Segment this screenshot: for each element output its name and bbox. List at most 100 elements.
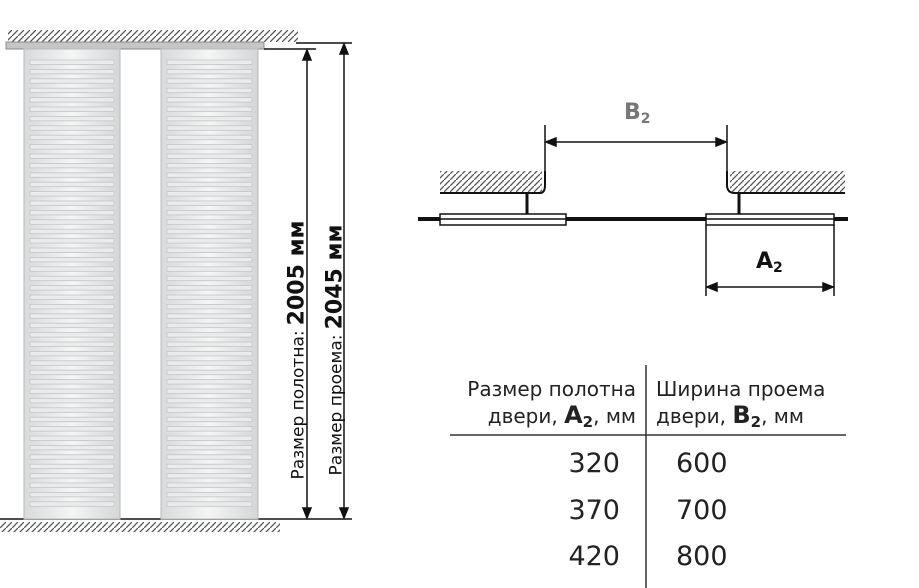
louver-slat [166,379,253,385]
louver-slat [29,59,115,65]
louver-slat [166,172,253,178]
louver-slat [29,266,115,272]
door-panel-right [160,48,259,520]
louver-slat [166,144,253,150]
louver-slat [29,106,115,112]
opening-height-label: Размер проема: 2045 мм [322,224,348,476]
louver-slat [29,341,115,347]
table-cell-opening-width: 600 [676,448,728,479]
louver-slat [166,435,253,441]
louver-slat [166,360,253,366]
louver-slat [29,144,115,150]
louver-slat [29,181,115,188]
table-header-opening-width: Ширина проема двери, B2, мм [656,377,826,431]
louver-slat [29,256,115,263]
louver-slat [29,388,115,394]
louver-slat [166,106,253,112]
louver-slat [29,454,115,460]
top-rail [5,41,265,50]
louver-slat [166,501,253,507]
louver-slat [166,247,253,253]
louver-slat [166,181,253,188]
louver-slat [166,69,253,75]
louver-slat [29,501,115,507]
louver-slat [29,350,115,357]
louver-slat [29,172,115,178]
table-cell-opening-width: 700 [676,495,728,526]
louver-slat [29,332,115,338]
louver-slat [29,285,115,291]
louver-slat [166,134,253,141]
louver-slat [29,134,115,141]
louver-slat [29,247,115,253]
floor-hatch [0,522,280,532]
panel-width-dimension [704,225,836,296]
table-header-panel-size: Размер полотна двери, A2, мм [467,377,636,431]
louver-slat [166,482,253,488]
louver-slat [166,162,253,169]
louver-slat [29,191,115,197]
louver-slat [29,162,115,169]
louver-slat [29,463,115,470]
wall-left-edge [440,171,546,194]
louver-slat [166,97,253,103]
louver-slat [166,416,253,423]
louver-slat [166,397,253,404]
louver-slat [166,238,253,244]
louver-slat [166,426,253,432]
louver-slat [166,388,253,394]
wall-right-edge [726,171,845,194]
louver-slat [29,294,115,300]
elevation-view [0,30,352,532]
louver-slats [166,59,253,507]
louver-slat [166,256,253,263]
louver-slat [29,275,115,282]
louver-slat [166,350,253,357]
louver-slat [166,228,253,235]
louver-slat [29,116,115,122]
louver-slat [29,78,115,84]
louver-slat [166,266,253,272]
louver-slat [29,219,115,225]
louver-slat [29,228,115,235]
louver-slat [166,219,253,225]
louver-slat [166,125,253,131]
louver-slat [166,341,253,347]
louver-slat [29,473,115,479]
louver-slat [29,416,115,423]
opening-width-symbol: B2 [624,100,651,127]
panel-height-label: Размер полотна: 2005 мм [284,220,310,480]
wall-right-hatch [730,171,845,193]
louver-slat [166,407,253,413]
table-cell-panel-size: 420 [568,541,620,572]
louver-slat [29,97,115,103]
plan-view [418,125,848,296]
louver-slat [29,491,115,498]
louver-slat [166,153,253,159]
table-cell-panel-size: 370 [568,495,620,526]
table-cell-opening-width: 800 [676,541,728,572]
louver-slat [166,294,253,300]
louver-slat [29,125,115,131]
louver-slat [29,369,115,376]
louver-slat [166,369,253,376]
louver-slat [166,473,253,479]
louver-slat [29,153,115,159]
ceiling-hatch [8,30,298,42]
louver-slat [29,482,115,488]
opening-width-dimension [543,125,729,171]
louver-slat [29,322,115,329]
louver-slat [166,78,253,84]
louver-slat [29,238,115,244]
louver-slat [166,87,253,94]
louver-slat [166,454,253,460]
louver-slat [166,444,253,451]
louver-slat [29,360,115,366]
table-cell-panel-size: 320 [568,448,620,479]
louver-slat [166,59,253,65]
panel-width-symbol: A2 [756,249,783,276]
wall-left-hatch [440,171,542,193]
opening-height-dimension [296,41,352,521]
louver-slat [166,285,253,291]
